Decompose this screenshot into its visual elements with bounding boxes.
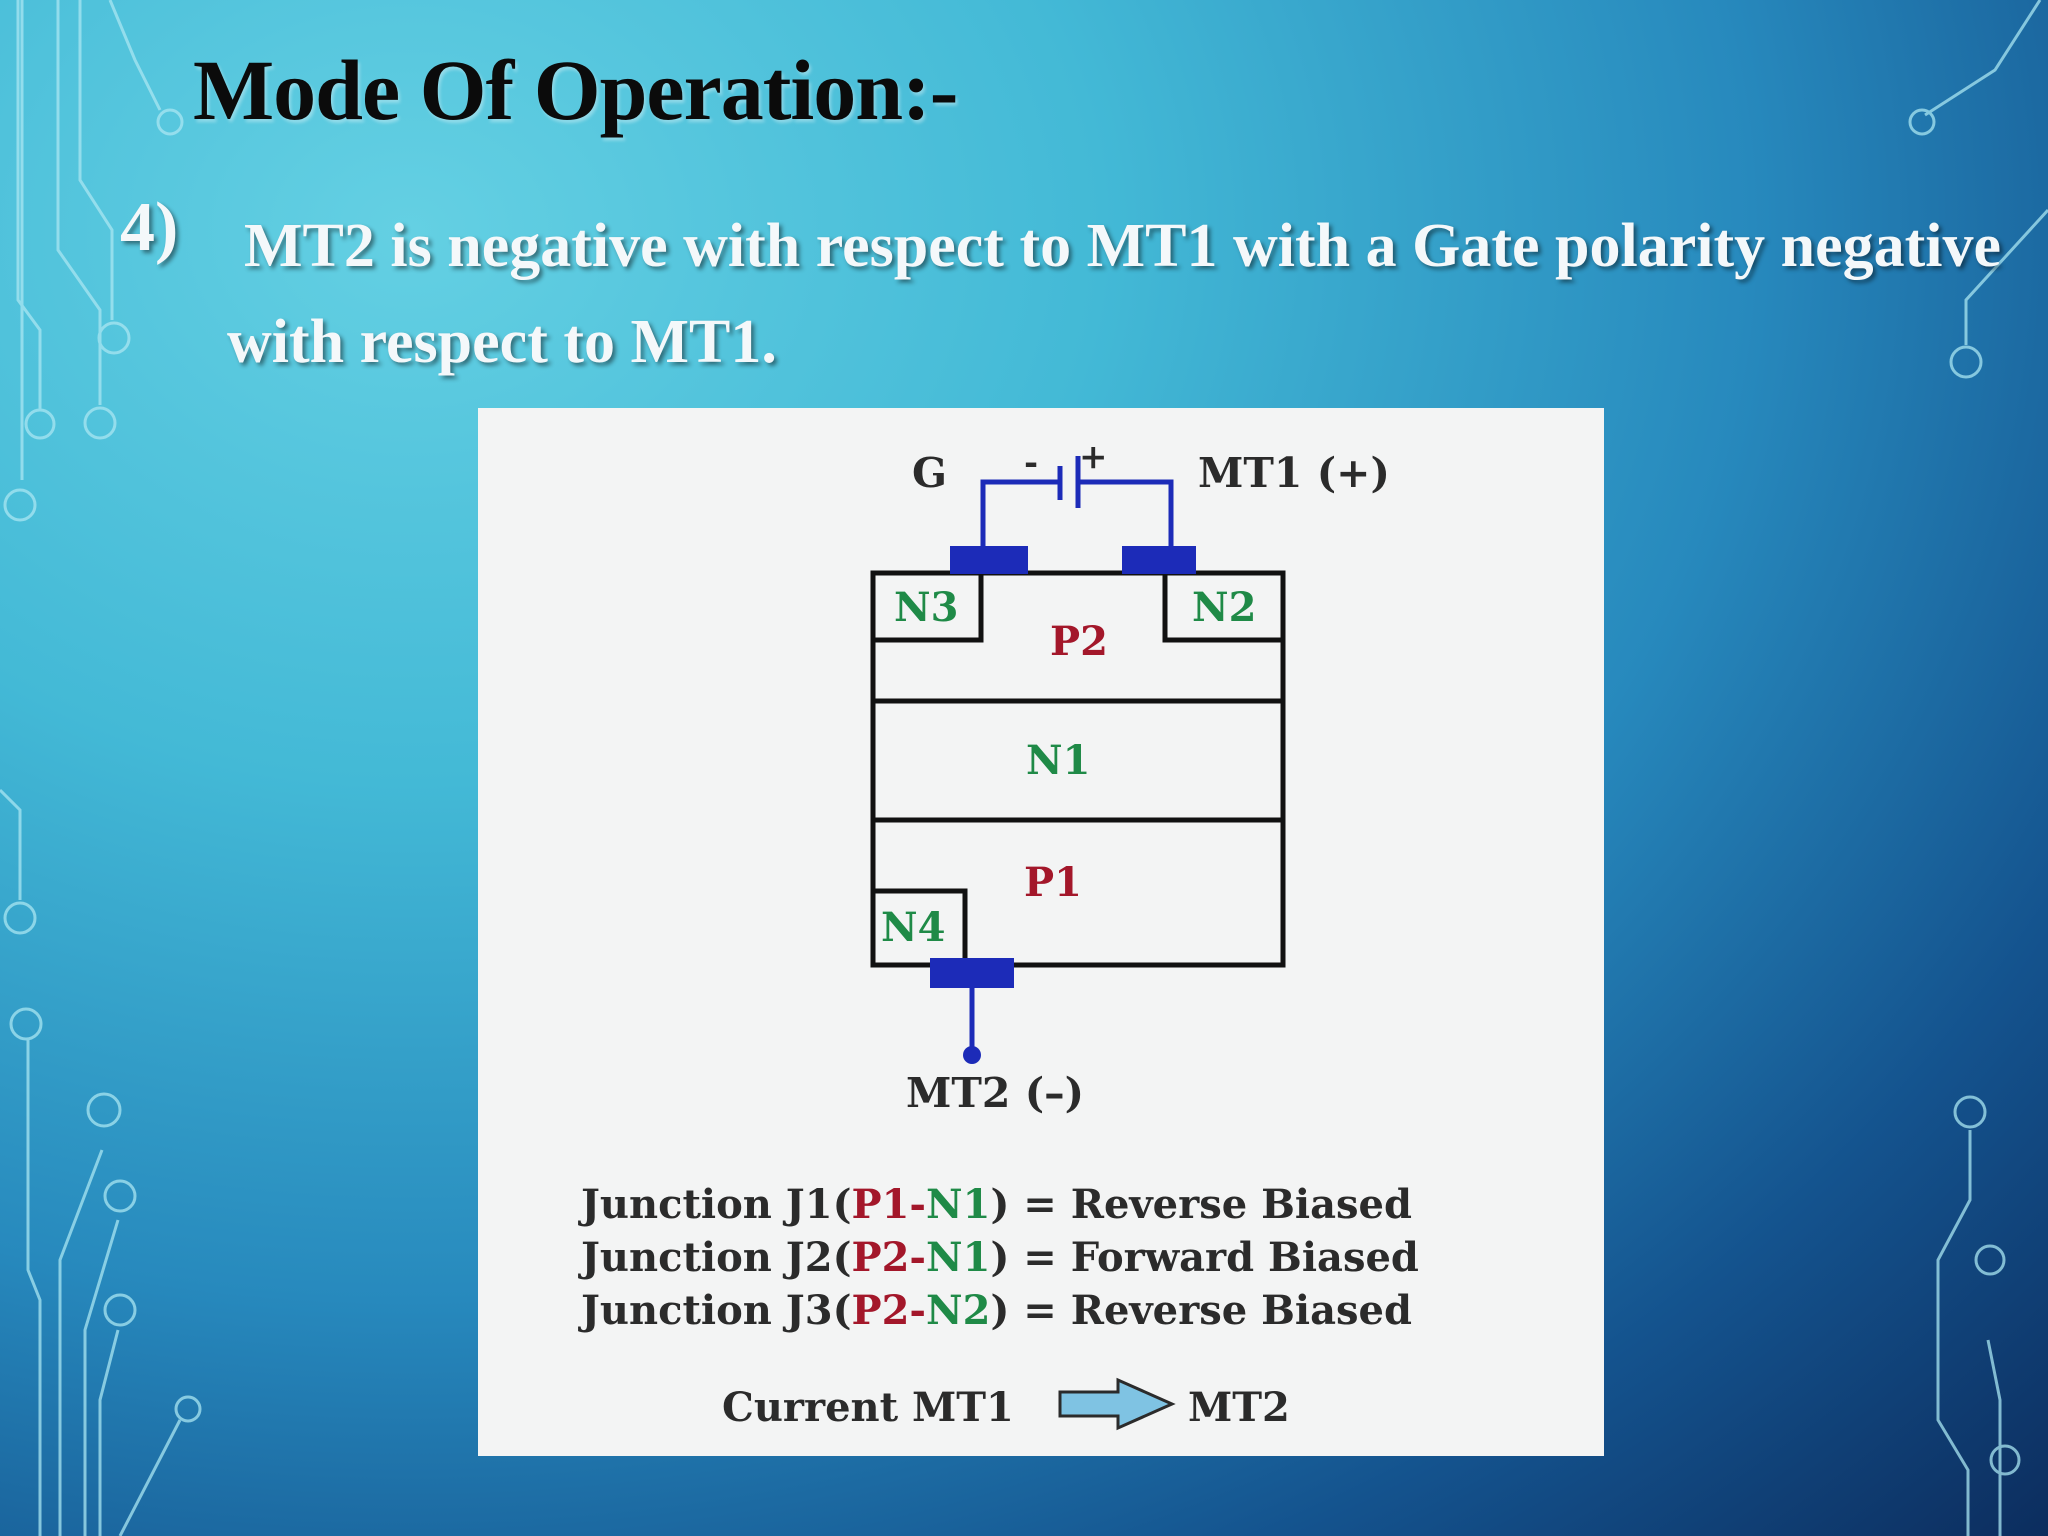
junction-list: Junction J1(P1-N1) = Reverse Biased Junc… [581,1178,1419,1337]
current-arrow [1058,1377,1176,1431]
junction-row: Junction J1(P1-N1) = Reverse Biased [581,1181,1412,1228]
gate-label: G [912,449,948,497]
point-text: MT2 is negative with respect to MT1 with… [227,212,2001,376]
mt1-label: MT1 (+) [1198,449,1390,497]
triac-diagram: G - + MT1 (+) N3 N2 P2 N1 P1 N4 MT2 (–) … [478,408,1604,1456]
n4-region [873,888,968,965]
n4-label: N4 [881,904,946,951]
junction-row: Junction J3(P2-N2) = Reverse Biased [581,1287,1412,1334]
current-target-label: MT2 [1188,1384,1290,1431]
gate-wire [980,479,1051,546]
mt2-electrode [930,958,1014,988]
p1-label: P1 [1024,859,1082,906]
n2-region [1162,573,1283,643]
p2-label: P2 [1050,618,1108,665]
mt1-electrode [1122,546,1196,574]
n3-region [873,573,984,643]
battery-plus-label: + [1079,437,1108,477]
n2-label: N2 [1192,584,1257,631]
n3-label: N3 [894,584,959,631]
mt2-label: MT2 (–) [906,1069,1084,1117]
n1-label: N1 [1026,737,1091,784]
triac-structure [870,456,1286,1431]
junction-row: Junction J2(P2-N1) = Forward Biased [581,1234,1419,1281]
gate-electrode [950,546,1028,574]
current-label: Current MT1 [722,1384,1014,1431]
mt1-wire [1086,479,1174,546]
mt2-terminal-dot [963,1046,981,1064]
slide-title: Mode Of Operation:- [193,42,958,138]
point-number: 4) [120,189,179,266]
battery-minus-label: - [1024,443,1039,483]
